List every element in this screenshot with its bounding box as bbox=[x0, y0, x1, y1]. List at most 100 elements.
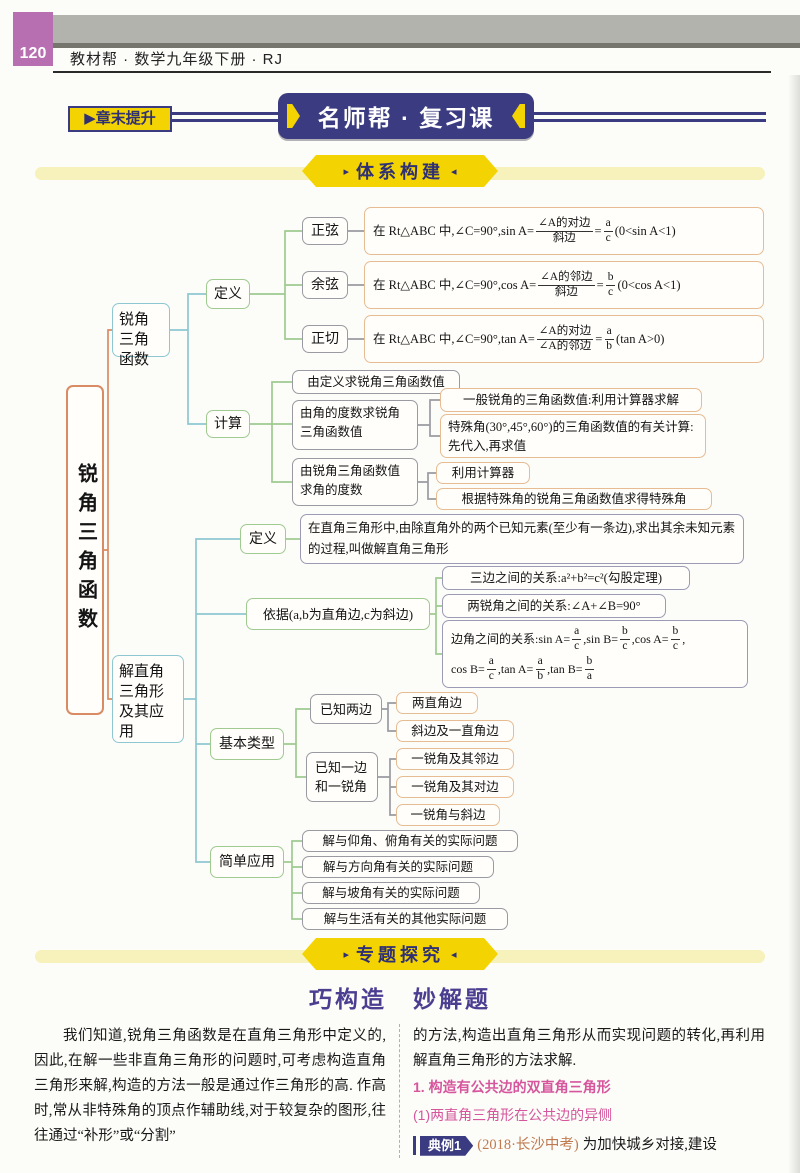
fraction: ∠A的对边斜边 bbox=[536, 217, 593, 244]
section-title-text: 专题探究 bbox=[356, 945, 444, 965]
map-node-calc-c2b: 特殊角(30°,45°,60°)的三角函数值的有关计算:先代入,再求值 bbox=[440, 414, 706, 458]
connector-branch1 bbox=[169, 293, 207, 425]
example-source: (2018·长沙中考) bbox=[477, 1137, 579, 1154]
connector-calc bbox=[249, 381, 293, 483]
formula-text: = bbox=[596, 277, 604, 292]
map-node-apps-a1: 解与仰角、俯角有关的实际问题 bbox=[302, 830, 518, 852]
map-node-calc-c2a: 一般锐角的三角函数值:利用计算器求解 bbox=[440, 388, 702, 412]
fraction: ∠A的对边∠A的邻边 bbox=[536, 325, 594, 352]
example-bar bbox=[413, 1136, 416, 1156]
main-title-banner: 名师帮 · 复习课 bbox=[278, 93, 534, 139]
banner-line bbox=[534, 112, 766, 115]
formula-text: (tan A>0) bbox=[616, 331, 665, 346]
fraction: ∠A的邻边斜边 bbox=[538, 271, 595, 298]
example-badge: 典例1 bbox=[420, 1136, 473, 1156]
formula-text: = bbox=[595, 331, 603, 346]
formula-text: (0<cos A<1) bbox=[617, 277, 681, 292]
connector-root bbox=[103, 329, 113, 700]
map-node-branch1: 锐角三角函数 bbox=[112, 303, 170, 368]
connector-def1 bbox=[249, 230, 303, 340]
connector-basis bbox=[429, 577, 443, 655]
map-node-types: 基本类型 bbox=[210, 728, 284, 760]
hex-arrow-left-icon: ▸ bbox=[343, 948, 349, 961]
map-node-def2: 定义 bbox=[240, 524, 286, 554]
map-node-sine-label: 正弦 bbox=[302, 217, 348, 245]
column-divider bbox=[399, 1024, 400, 1159]
hex-arrow-right-icon: ◂ bbox=[451, 165, 457, 178]
connector-lines bbox=[103, 230, 443, 920]
hex-arrow-right-icon: ◂ bbox=[451, 948, 457, 961]
section-title-system-build: ▸ 体系构建 ◂ bbox=[302, 155, 498, 187]
outline-point: 1. 构造有公共边的双直角三角形 bbox=[413, 1078, 611, 1095]
connector-types-k1 bbox=[381, 702, 397, 732]
map-node-apps-a3: 解与坡角有关的实际问题 bbox=[302, 882, 480, 904]
map-node-calc-c3a: 利用计算器 bbox=[436, 462, 530, 484]
main-title: 名师帮 · 复习课 bbox=[317, 105, 495, 131]
paragraph: 的方法,构造出直角三角形从而实现问题的转化,再利用解直角三角形的方法求解. bbox=[413, 1028, 765, 1069]
map-node-root: 锐角三角函数 bbox=[66, 385, 104, 715]
map-node-cosine-label: 余弦 bbox=[302, 271, 348, 299]
formula-text: (0<sin A<1) bbox=[614, 223, 676, 238]
concept-map: 锐角三角函数 锐角三角函数 解直角三角形及其应用 定义 正弦 余弦 正切 在 R… bbox=[66, 207, 764, 930]
formula-text: 在 Rt△ABC 中,∠C=90°,cos A= bbox=[373, 277, 537, 292]
connector-apps bbox=[283, 840, 303, 920]
map-node-types-k2o3: 一锐角与斜边 bbox=[396, 804, 500, 826]
topic-body: 我们知道,锐角三角函数是在直角三角形中定义的,因此,在解一些非直角三角形的问题时… bbox=[34, 1024, 766, 1159]
left-column: 我们知道,锐角三角函数是在直角三角形中定义的,因此,在解一些非直角三角形的问题时… bbox=[34, 1024, 386, 1158]
scan-right-shadow bbox=[788, 75, 800, 1173]
page-number-tab: 120 bbox=[13, 12, 53, 66]
map-node-types-k2: 已知一边和一锐角 bbox=[306, 752, 378, 802]
formula-text: 在 Rt△ABC 中,∠C=90°,tan A= bbox=[373, 331, 535, 346]
connector-calc-c2 bbox=[417, 399, 441, 437]
banner-line bbox=[172, 112, 278, 115]
outline-subpoint: (1)两直角三角形在公共边的异侧 bbox=[413, 1106, 613, 1123]
map-node-tangent-label: 正切 bbox=[302, 325, 348, 353]
map-node-calc-c2: 由角的度数求锐角三角函数值 bbox=[292, 400, 418, 450]
map-node-def1: 定义 bbox=[206, 279, 250, 309]
example-line: 典例1 (2018·长沙中考) 为加快城乡对接,建设 bbox=[413, 1133, 765, 1158]
connector-types-k2 bbox=[377, 758, 397, 816]
right-column: 的方法,构造出直角三角形从而实现问题的转化,再利用解直角三角形的方法求解. 1.… bbox=[413, 1024, 765, 1158]
connector-formula-stubs bbox=[347, 230, 365, 340]
connector-types bbox=[283, 708, 311, 778]
formula-text: = bbox=[594, 223, 602, 238]
page-header-title: 教材帮 · 数学九年级下册 · RJ bbox=[70, 51, 283, 68]
map-node-apps: 简单应用 bbox=[210, 846, 284, 878]
map-node-calc-c3b: 根据特殊角的锐角三角函数值求得特殊角 bbox=[436, 488, 712, 510]
map-node-types-k1o2: 斜边及一直角边 bbox=[396, 720, 514, 742]
map-node-types-k2o2: 一锐角及其对边 bbox=[396, 776, 514, 798]
map-node-def2-text: 在直角三角形中,由除直角外的两个已知元素(至少有一条边),求出其余未知元素的过程… bbox=[300, 514, 744, 564]
banner-line bbox=[172, 119, 278, 122]
map-node-apps-a4: 解与生活有关的其他实际问题 bbox=[302, 908, 508, 930]
chapter-uplift-tab: ▶章末提升 bbox=[68, 106, 172, 132]
map-node-apps-a2: 解与方向角有关的实际问题 bbox=[302, 856, 494, 878]
paragraph: 我们知道,锐角三角函数是在直角三角形中定义的,因此,在解一些非直角三角形的问题时… bbox=[34, 1028, 386, 1144]
formula-text: 在 Rt△ABC 中,∠C=90°,sin A= bbox=[373, 223, 535, 238]
example-text: 为加快城乡对接,建设 bbox=[582, 1137, 717, 1154]
hex-arrow-left-icon: ▸ bbox=[343, 165, 349, 178]
map-node-calc-c1: 由定义求锐角三角函数值 bbox=[292, 370, 460, 394]
header-rule bbox=[53, 71, 771, 73]
map-node-branch2: 解直角三角形及其应用 bbox=[112, 655, 184, 743]
section-title-topic-explore: ▸ 专题探究 ◂ bbox=[302, 938, 498, 970]
map-node-basis-r2: 两锐角之间的关系:∠A+∠B=90° bbox=[442, 594, 666, 618]
topic-heading: 巧构造 妙解题 bbox=[309, 986, 491, 1012]
banner-line bbox=[534, 119, 766, 122]
page-number: 120 bbox=[19, 45, 47, 62]
scan-top-band bbox=[53, 15, 800, 48]
connector-calc-c3 bbox=[417, 472, 437, 500]
map-node-calc: 计算 bbox=[206, 410, 250, 438]
